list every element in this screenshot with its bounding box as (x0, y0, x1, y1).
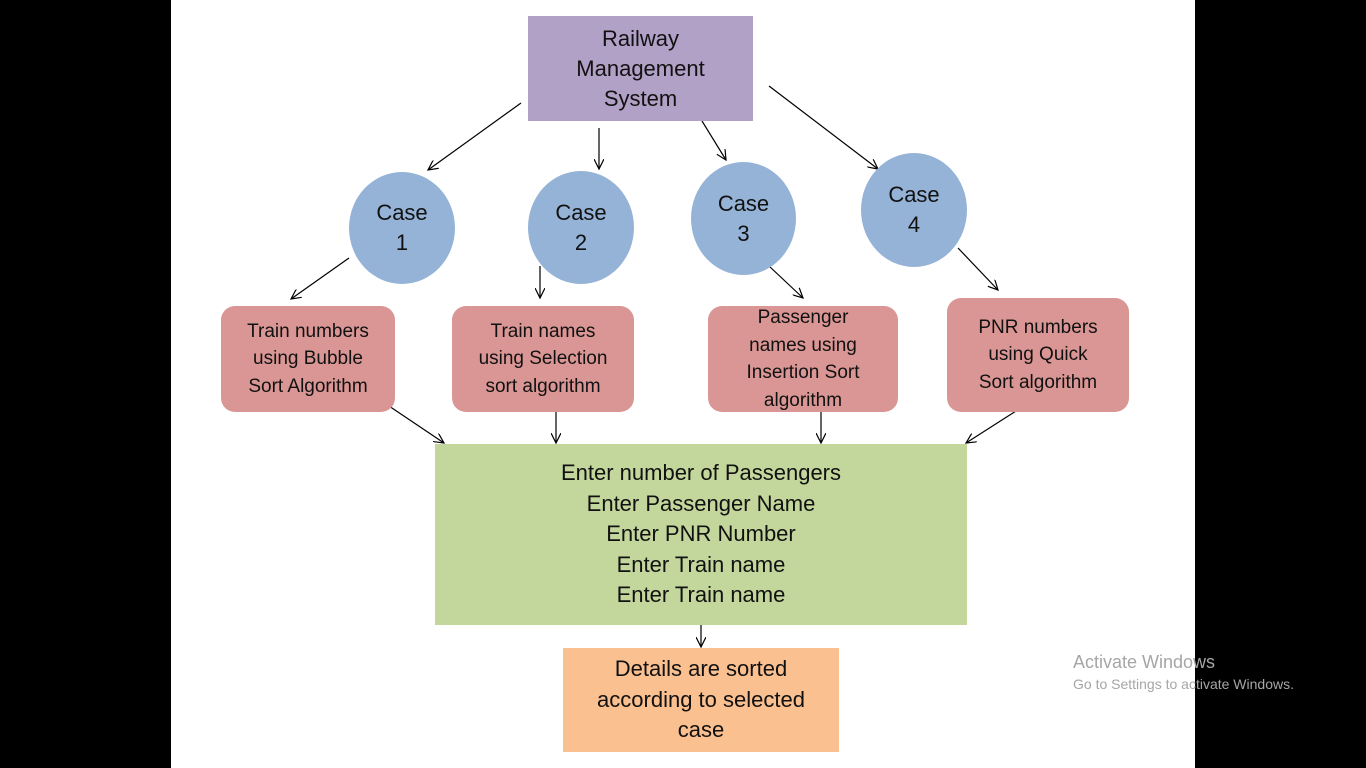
case-4-label: Case 4 (888, 182, 940, 237)
case-4-node: Case 4 (861, 153, 967, 267)
case-1-label: Case 1 (376, 200, 428, 255)
case-2-node: Case 2 (528, 171, 634, 284)
case-3-label: Case 3 (717, 190, 770, 246)
activate-windows-watermark: Activate Windows Go to Settings to activ… (1073, 650, 1294, 694)
algo-quick-sort-label: PNR numbers using Quick Sort algorithm (978, 316, 1098, 393)
case-3-node: Case 3 (691, 162, 796, 275)
root-node-railway-management-system: Railway Management System (528, 16, 753, 121)
algo-bubble-sort-label: Train numbers using Bubble Sort Algorith… (247, 320, 369, 397)
result-label: Details are sorted according to selected… (597, 656, 805, 743)
case-1-node: Case 1 (349, 172, 455, 284)
input-step-label: Enter number of Passengers Enter Passeng… (560, 460, 842, 608)
algo-selection-sort-label: Train names using Selection sort algorit… (478, 320, 608, 397)
result-node: Details are sorted according to selected… (563, 648, 839, 752)
algo-insertion-sort-label: Passenger names using Insertion Sort alg… (746, 307, 860, 411)
watermark-title: Activate Windows (1073, 652, 1216, 672)
algo-bubble-sort-node: Train numbers using Bubble Sort Algorith… (221, 306, 395, 412)
root-node-label: Railway Management System (576, 25, 705, 111)
algo-quick-sort-node: PNR numbers using Quick Sort algorithm (947, 298, 1129, 412)
algo-insertion-sort-node: Passenger names using Insertion Sort alg… (708, 306, 898, 412)
case-2-label: Case 2 (555, 199, 607, 255)
algo-selection-sort-node: Train names using Selection sort algorit… (452, 306, 634, 412)
watermark-subtitle: Go to Settings to activate Windows. (1073, 676, 1294, 692)
input-step-node: Enter number of Passengers Enter Passeng… (435, 444, 967, 625)
